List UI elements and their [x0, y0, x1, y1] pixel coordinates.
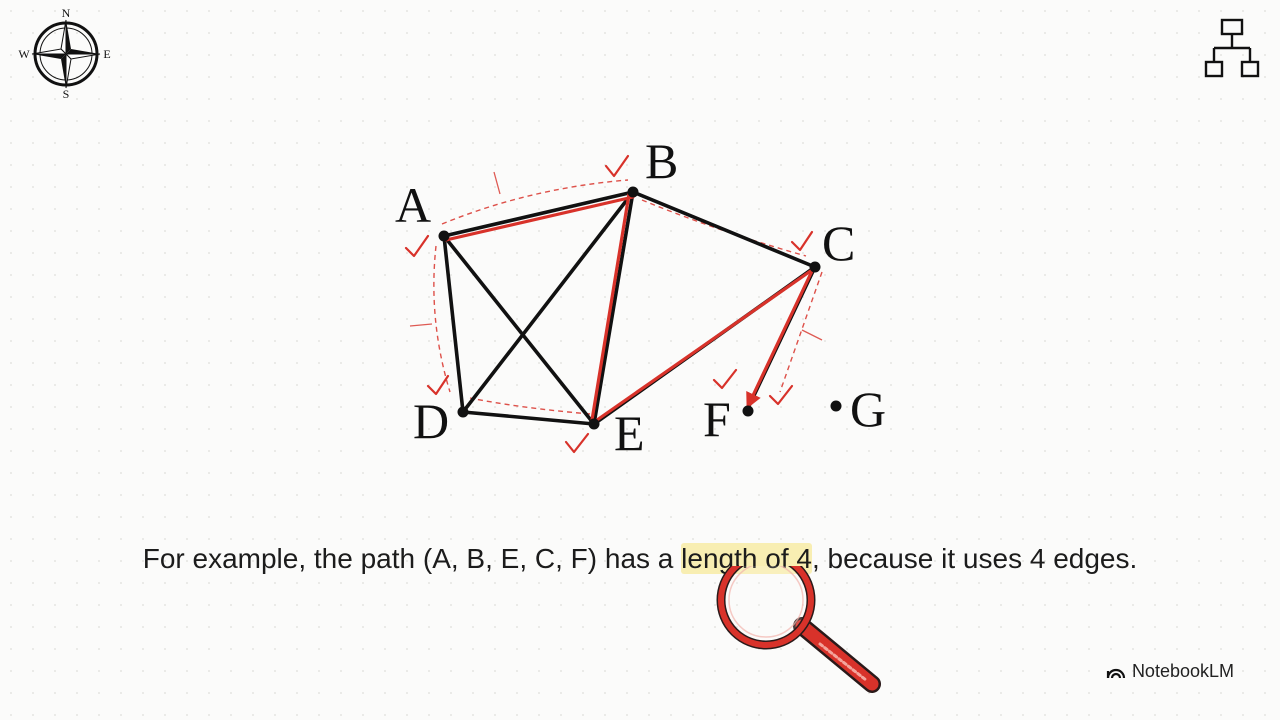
edge-a-d	[442, 234, 465, 414]
edge-d-e	[461, 410, 596, 426]
node-label-d: D	[413, 393, 449, 449]
path-highlight	[444, 192, 814, 422]
node-f-dot	[742, 405, 754, 417]
node-c-dot	[809, 261, 821, 273]
compass-rose-icon: N S E W	[18, 6, 110, 101]
compass-north: N	[62, 6, 71, 20]
edge-b-d	[461, 190, 635, 414]
compass-east: E	[103, 47, 110, 61]
brand: NotebookLM	[1106, 658, 1234, 684]
path-c-f	[746, 269, 814, 409]
check-mark-c	[790, 230, 814, 252]
check-mark-f2	[768, 384, 794, 406]
node-label-e: E	[614, 405, 645, 461]
node-label-a: A	[395, 177, 431, 233]
node-label-f: F	[703, 391, 731, 447]
node-label-b: B	[645, 133, 678, 189]
path-e-c	[595, 268, 814, 422]
node-d-dot	[457, 406, 469, 418]
edge-a-b-base	[442, 190, 635, 238]
magnifying-glass-icon	[716, 566, 881, 693]
edge-b-c	[631, 190, 817, 269]
node-a-dot	[438, 230, 450, 242]
compass-south: S	[63, 87, 70, 101]
graph-nodes	[438, 186, 842, 430]
caption-text-before: For example, the path (A, B, E, C, F) ha…	[142, 543, 682, 574]
node-label-c: C	[822, 215, 855, 271]
caption-text-after: , because it uses 4 edges.	[811, 543, 1138, 574]
node-b-dot	[627, 186, 639, 198]
hierarchy-icon	[1204, 18, 1260, 78]
check-mark-d	[426, 374, 450, 396]
compass-west: W	[18, 47, 30, 61]
edge-b-e-base	[592, 190, 635, 426]
node-g-dot	[830, 400, 842, 412]
tick-marks	[409, 171, 823, 341]
check-mark-a	[404, 234, 430, 258]
node-e-dot	[588, 418, 600, 430]
path-a-b	[444, 195, 635, 242]
check-marks	[404, 154, 814, 454]
path-b-e	[590, 192, 631, 422]
check-mark-e	[564, 432, 590, 454]
brand-name: NotebookLM	[1131, 660, 1234, 681]
notebooklm-logo-icon	[1106, 668, 1126, 679]
caption: For example, the path (A, B, E, C, F) ha…	[120, 540, 1160, 578]
check-mark-f	[712, 368, 738, 390]
edge-a-e	[442, 234, 596, 426]
node-label-g: G	[850, 381, 886, 437]
check-mark-b	[604, 154, 630, 178]
